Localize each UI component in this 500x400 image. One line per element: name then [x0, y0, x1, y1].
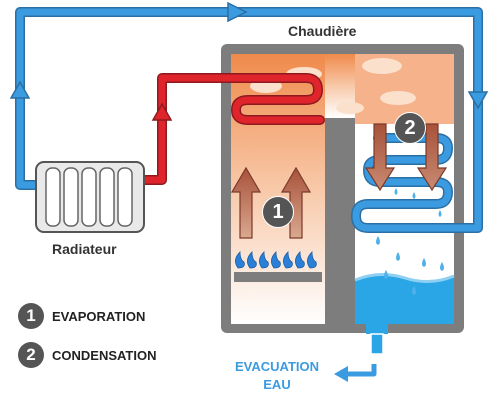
step-2-badge: 2 [394, 112, 426, 144]
legend-label-condensation: CONDENSATION [52, 347, 157, 363]
water-droplet-icon [376, 188, 444, 295]
legend-item-evaporation: 1 EVAPORATION [18, 302, 145, 330]
drain-pipe [366, 322, 388, 355]
hot-water-pipe [137, 73, 325, 185]
condensation-arrow-icon [364, 123, 448, 192]
legend-label-evaporation: EVAPORATION [52, 308, 146, 324]
drain-label-line-2: EAU [263, 377, 291, 392]
legend-badge-2: 2 [18, 342, 44, 368]
flow-arrow-icon [151, 102, 173, 121]
step-1-badge: 1 [262, 196, 294, 228]
flow-arrow-icon [9, 1, 489, 110]
radiator-label: Radiateur [52, 241, 117, 257]
drain-label-line-1: EVACUATION [234, 359, 320, 374]
drain-arrow-icon [344, 364, 377, 377]
burner-flame-icon [234, 251, 322, 282]
drain-arrow-icon [334, 366, 348, 382]
clouds [250, 58, 416, 114]
radiator-icon [35, 161, 145, 233]
drain-label: EVACUATION EAU [222, 358, 332, 394]
boiler-title: Chaudière [288, 23, 357, 39]
legend-item-condensation: 2 CONDENSATION [18, 341, 156, 369]
heat-rise-arrow-icon [230, 166, 312, 239]
legend-badge-1: 1 [18, 303, 44, 329]
